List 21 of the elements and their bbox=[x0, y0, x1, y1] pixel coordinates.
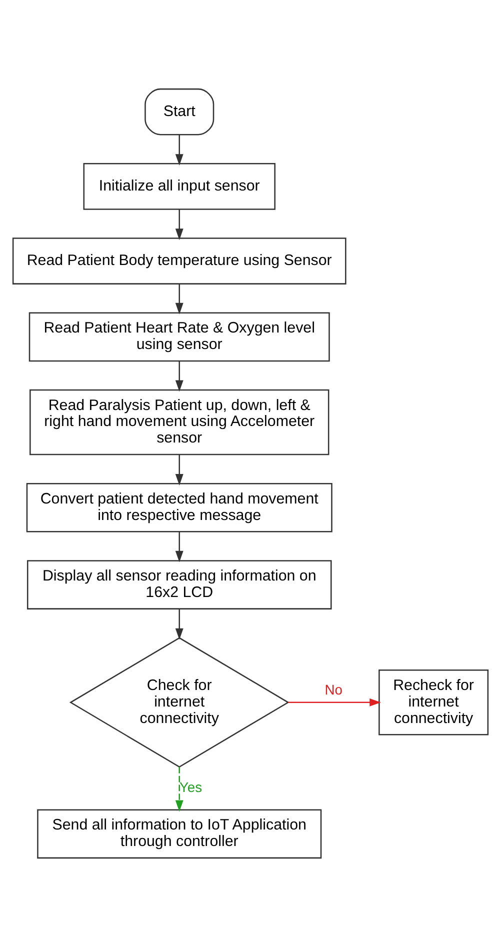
node-box: Display all sensor reading information on 16x2 LCD bbox=[26, 560, 332, 610]
node-box: Convert patient detected hand movement into respective message bbox=[26, 482, 332, 532]
node-box: Read Paralysis Patient up, down, left & right hand movement using Accelometer sensor bbox=[30, 389, 330, 456]
node-box: Start bbox=[144, 88, 214, 136]
node-box: Recheck for internet connectivity bbox=[378, 670, 489, 736]
arrow bbox=[175, 532, 184, 562]
arrow bbox=[175, 454, 184, 486]
node-diamond: Check for internet connectivity bbox=[69, 637, 290, 768]
arrow bbox=[175, 361, 184, 392]
arrow bbox=[288, 698, 382, 706]
arrow bbox=[175, 609, 184, 640]
node-box: Initialize all input sensor bbox=[83, 163, 276, 210]
edge-label: Yes bbox=[179, 778, 202, 795]
arrow bbox=[175, 284, 184, 314]
node-box: Read Patient Body temperature using Sensor bbox=[12, 238, 346, 284]
arrow bbox=[175, 134, 184, 166]
node-box: Send all information to IoT Application through controller bbox=[37, 809, 322, 859]
edge-label: No bbox=[324, 682, 343, 698]
node-box: Read Patient Heart Rate & Oxygen level using sensor bbox=[28, 312, 330, 362]
arrow bbox=[175, 209, 184, 240]
arrow bbox=[175, 767, 184, 812]
